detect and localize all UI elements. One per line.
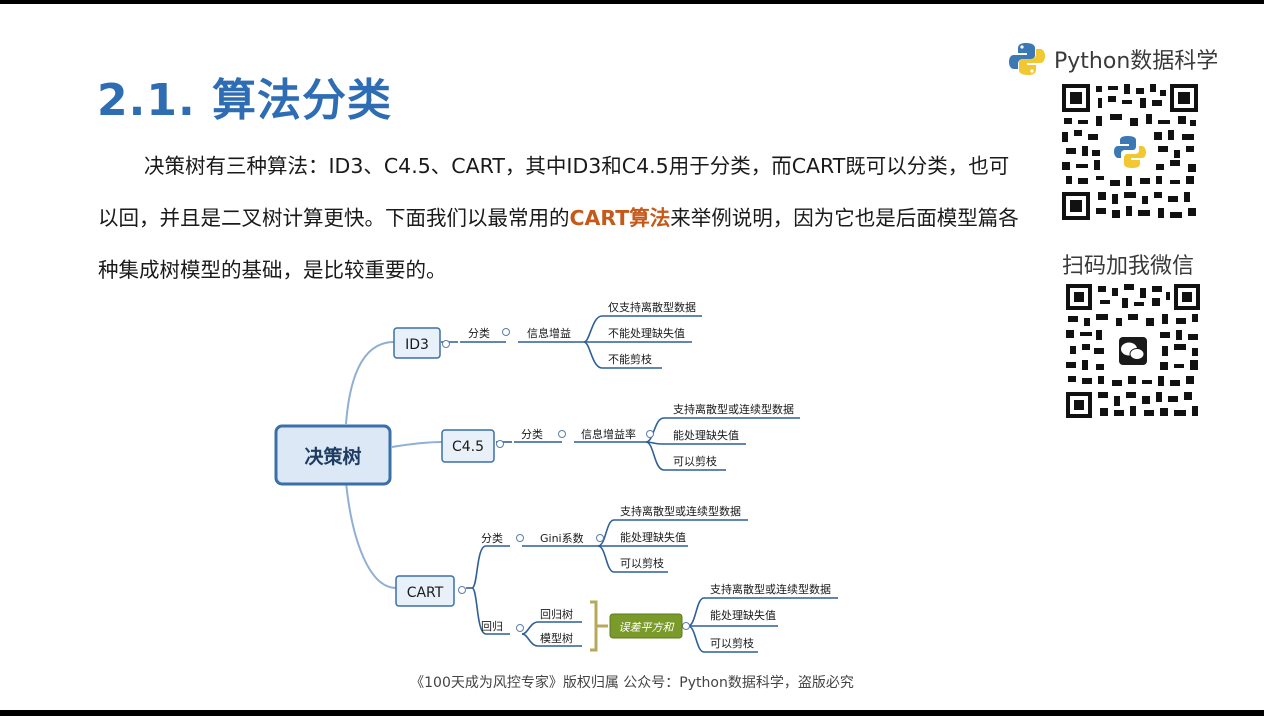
mindmap: 决策树 ID3 C4.5 CART 分类 信息增益 仅支持离散型数据 不能处理缺… (274, 300, 838, 653)
cart-regress-leaf-3: 可以剪枝 (710, 636, 754, 650)
slide: 2.1. 算法分类 决策树有三种算法：ID3、C4.5、CART，其中ID3和C… (0, 4, 1264, 710)
c45-leaf-3: 可以剪枝 (673, 454, 717, 468)
summary-label: 误差平方和 (619, 621, 675, 634)
cart-regress-leaf-2: 能处理缺失值 (710, 608, 776, 622)
scan-wechat-text: 扫码加我微信 (1062, 254, 1195, 279)
c45-node (441, 429, 495, 463)
cart-regress-type: 回归 (481, 619, 503, 633)
paragraph-text-1: 决策树有三种算法：ID3、C4.5、CART，其中ID3和C4.5用于分类，而C… (98, 154, 1010, 230)
python-logo-icon (1009, 43, 1045, 75)
cart-classify-leaf-1: 支持离散型或连续型数据 (620, 504, 741, 518)
id3-type: 分类 (468, 326, 490, 340)
wechat-qr-code-icon (1066, 284, 1200, 418)
python-qr-code-icon (1062, 84, 1198, 220)
id3-criterion: 信息增益 (527, 326, 571, 340)
id3-leaf-2: 不能处理缺失值 (608, 326, 685, 340)
id3-node (393, 327, 441, 359)
id3-leaf-3: 不能剪枝 (608, 352, 652, 366)
slide-title: 2.1. 算法分类 (97, 75, 392, 126)
brand: Python数据科学 (1008, 40, 1218, 78)
cart-classify-leaf-3: 可以剪枝 (620, 556, 664, 570)
id3-leaf-1: 仅支持离散型数据 (608, 300, 696, 314)
c45-leaf-1: 支持离散型或连续型数据 (673, 402, 794, 416)
root-node (274, 424, 392, 486)
highlight-cart: CART算法 (569, 206, 671, 230)
id3-label: ID3 (405, 337, 429, 353)
cart-regress-tree-1: 回归树 (540, 607, 573, 621)
c45-leaf-2: 能处理缺失值 (673, 428, 739, 442)
cart-node (395, 575, 455, 607)
cart-classify-type: 分类 (481, 531, 503, 545)
cart-label: CART (407, 585, 444, 601)
summary-bracket (590, 600, 608, 652)
intro-paragraph: 决策树有三种算法：ID3、C4.5、CART，其中ID3和C4.5用于分类，而C… (98, 140, 1028, 296)
cart-classify-leaf-2: 能处理缺失值 (620, 530, 686, 544)
c45-type: 分类 (521, 427, 543, 441)
summary-node (609, 613, 683, 639)
cart-classify-criterion: Gini系数 (540, 532, 584, 545)
root-label: 决策树 (304, 445, 361, 468)
cart-regress-leaf-1: 支持离散型或连续型数据 (710, 582, 831, 596)
footer-copyright: 《100天成为风控专家》版权归属 公众号：Python数据科学，盗版必究 (410, 675, 854, 691)
paragraph-text-2: 来举例说明，因为它也是后面模型篇各种集成树模型的基础，是比较重要的。 (98, 206, 1019, 282)
c45-criterion: 信息增益率 (581, 427, 636, 441)
cart-regress-tree-2: 模型树 (540, 631, 573, 645)
brand-name: Python数据科学 (1054, 49, 1219, 74)
c45-label: C4.5 (452, 439, 484, 455)
